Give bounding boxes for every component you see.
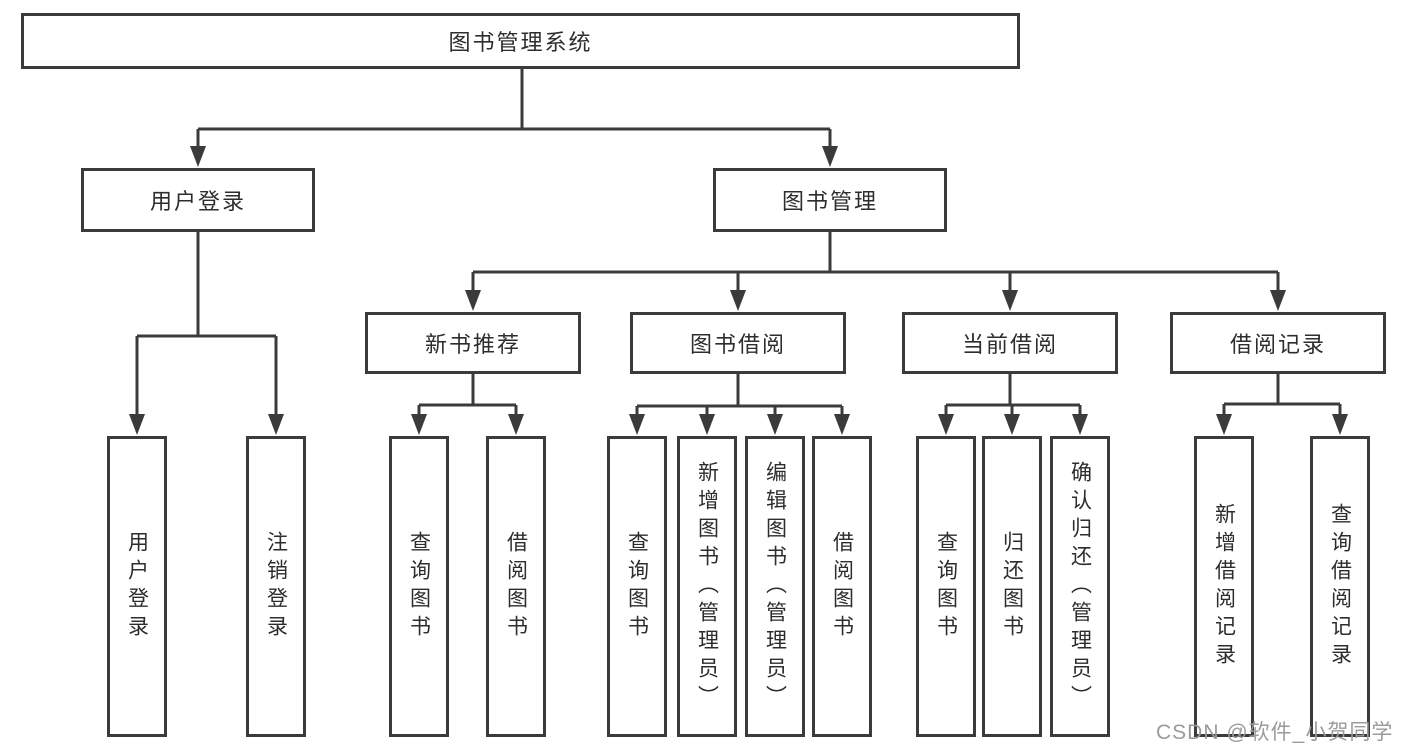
connector-new-book-rec-to-leaves	[411, 374, 524, 435]
leaf-add-borrow-record: 新增借阅记录	[1194, 436, 1254, 737]
leaf-add-books-admin: 新增图书（管理员）	[677, 436, 737, 737]
csdn-watermark: CSDN @软件_小贺同学	[1156, 721, 1394, 744]
node-borrowing-records: 借阅记录	[1170, 312, 1386, 374]
leaf-return-books: 归还图书	[982, 436, 1042, 737]
leaf-query-books-recommend: 查询图书	[389, 436, 449, 737]
leaf-logout: 注销登录	[246, 436, 306, 737]
leaf-query-books-current: 查询图书	[916, 436, 976, 737]
connector-borrow-records-to-leaves	[1216, 374, 1348, 435]
connector-root-to-level2	[190, 69, 838, 167]
node-user-login-module: 用户登录	[81, 168, 315, 232]
node-new-book-recommendation: 新书推荐	[365, 312, 581, 374]
node-book-borrowing: 图书借阅	[630, 312, 846, 374]
node-current-borrowing: 当前借阅	[902, 312, 1118, 374]
leaf-edit-books-admin: 编辑图书（管理员）	[745, 436, 805, 737]
connector-current-borrow-to-leaves	[938, 374, 1088, 435]
connector-book-borrow-to-leaves	[629, 374, 850, 435]
leaf-user-login: 用户登录	[107, 436, 167, 737]
leaf-query-borrow-record: 查询借阅记录	[1310, 436, 1370, 737]
node-root-system: 图书管理系统	[21, 13, 1020, 69]
leaf-query-books-borrow: 查询图书	[607, 436, 667, 737]
leaf-borrow-books-recommend: 借阅图书	[486, 436, 546, 737]
leaf-borrow-books: 借阅图书	[812, 436, 872, 737]
leaf-confirm-return-admin: 确认归还（管理员）	[1050, 436, 1110, 737]
connector-book-mgmt-to-level3	[465, 232, 1286, 311]
node-book-management-module: 图书管理	[713, 168, 947, 232]
connector-user-login-to-leaves	[129, 232, 284, 435]
